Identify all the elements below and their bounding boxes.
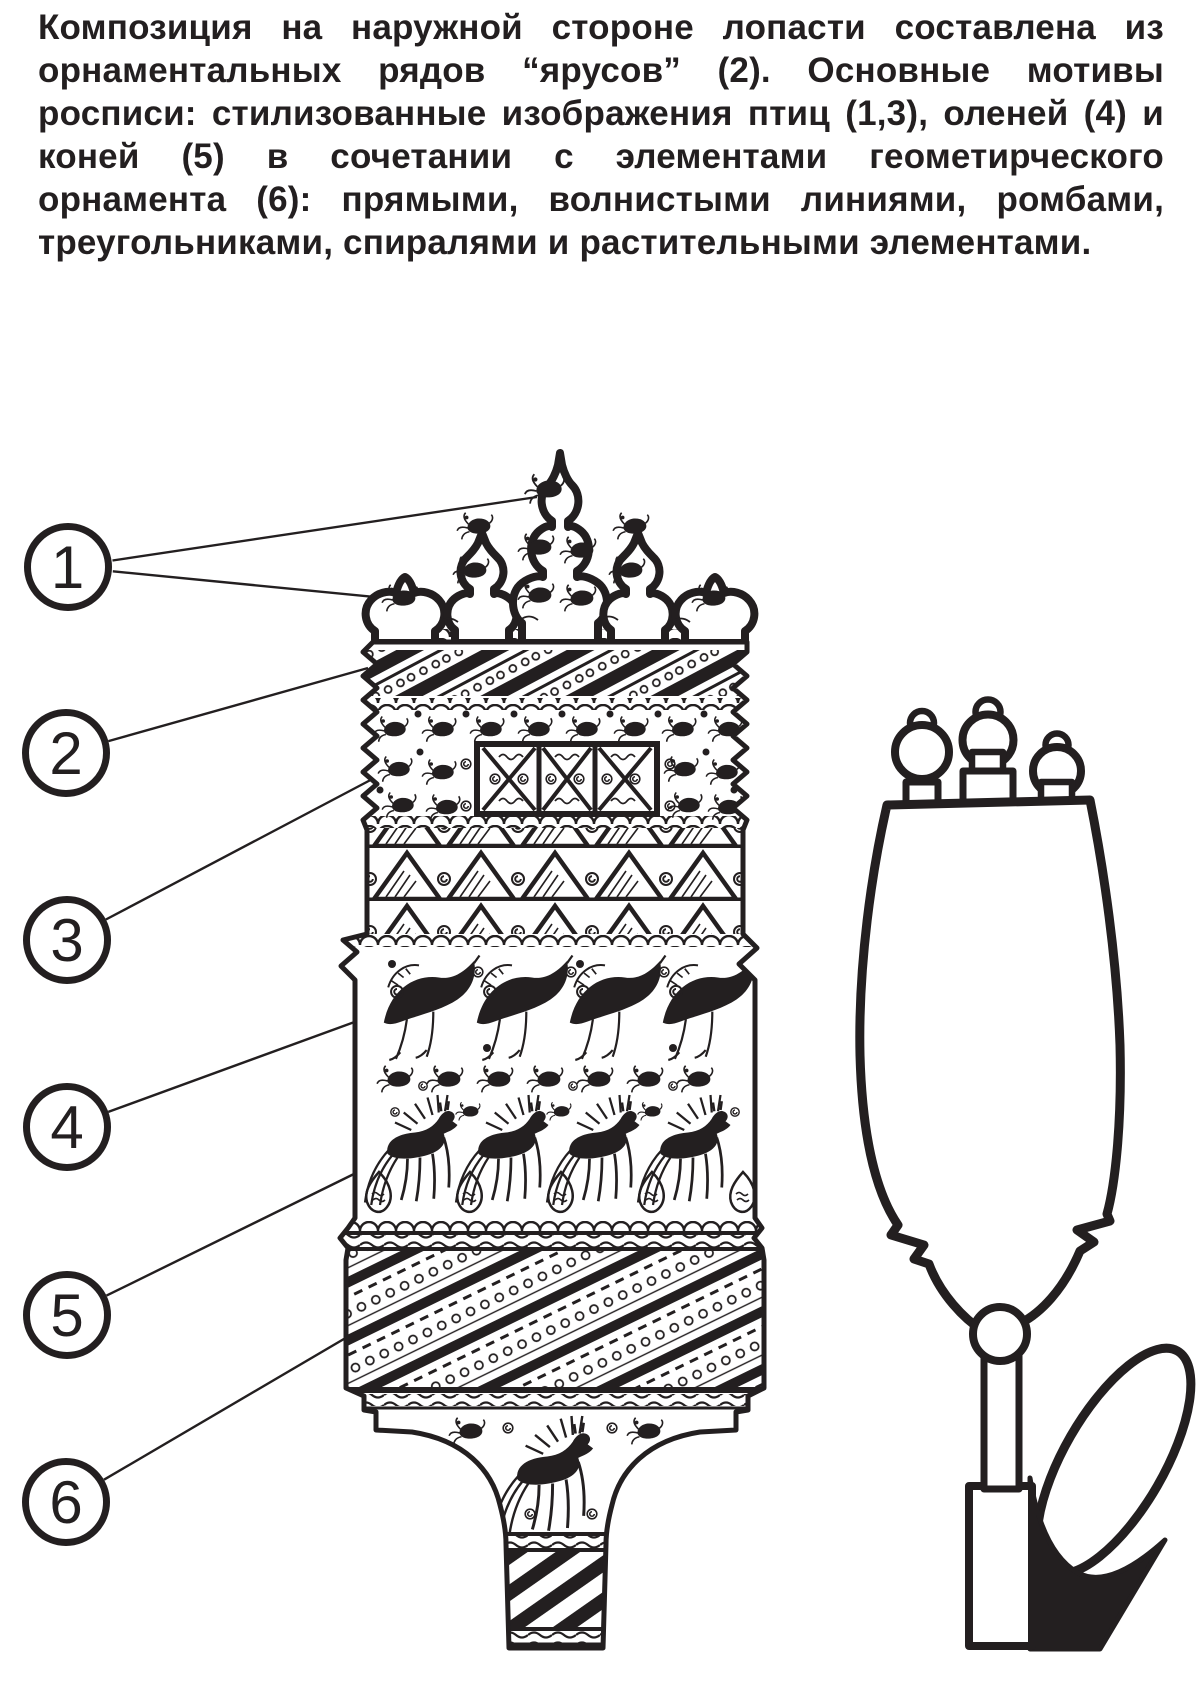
finial-outer-left bbox=[361, 573, 449, 647]
callout-4-number: 4 bbox=[50, 1093, 84, 1161]
callout-line-1a bbox=[112, 495, 538, 562]
callout-5-number: 5 bbox=[50, 1281, 84, 1349]
finial-inner-right bbox=[599, 529, 677, 647]
stem-ring bbox=[969, 1303, 1031, 1365]
plain-blade bbox=[855, 696, 1196, 1652]
shadow-wedge bbox=[1027, 1475, 1168, 1652]
callout-4: 4 bbox=[23, 1083, 111, 1171]
plain-blade-body bbox=[855, 795, 1125, 1336]
plain-blade-knobs bbox=[891, 696, 1085, 812]
finial-birds bbox=[381, 473, 729, 623]
callout-3-number: 3 bbox=[50, 906, 84, 974]
callout-line-2 bbox=[108, 666, 369, 743]
callout-2-number: 2 bbox=[49, 719, 83, 787]
tier-triangle-band bbox=[340, 828, 764, 934]
finials bbox=[361, 449, 759, 647]
neck-stripes bbox=[460, 1552, 660, 1628]
stand-base bbox=[965, 1482, 1036, 1650]
callout-2: 2 bbox=[22, 709, 110, 797]
callout-6-number: 6 bbox=[49, 1468, 83, 1536]
callout-3: 3 bbox=[23, 896, 111, 984]
tier-diagonal-band bbox=[340, 650, 764, 696]
callout-line-3 bbox=[105, 773, 381, 921]
callout-line-4 bbox=[107, 1018, 361, 1114]
tier-deer-band bbox=[384, 956, 759, 1061]
stem bbox=[980, 1348, 1023, 1493]
callout-6: 6 bbox=[22, 1458, 110, 1546]
ornate-blade bbox=[340, 449, 770, 1648]
tier-big-diagonal-band bbox=[340, 1251, 764, 1387]
callout-5: 5 bbox=[23, 1271, 111, 1359]
x-panel bbox=[474, 741, 660, 817]
callout-1: 1 bbox=[23, 523, 112, 611]
finial-outer-right bbox=[671, 573, 759, 647]
callout-line-1b bbox=[112, 570, 386, 600]
callout-1-number: 1 bbox=[50, 533, 85, 601]
finial-inner-left bbox=[443, 529, 521, 647]
intro-paragraph: Композиция на наружной стороне лопасти с… bbox=[38, 8, 1164, 262]
tier-bird-rows bbox=[373, 710, 743, 821]
callout-line-5 bbox=[105, 1170, 359, 1297]
